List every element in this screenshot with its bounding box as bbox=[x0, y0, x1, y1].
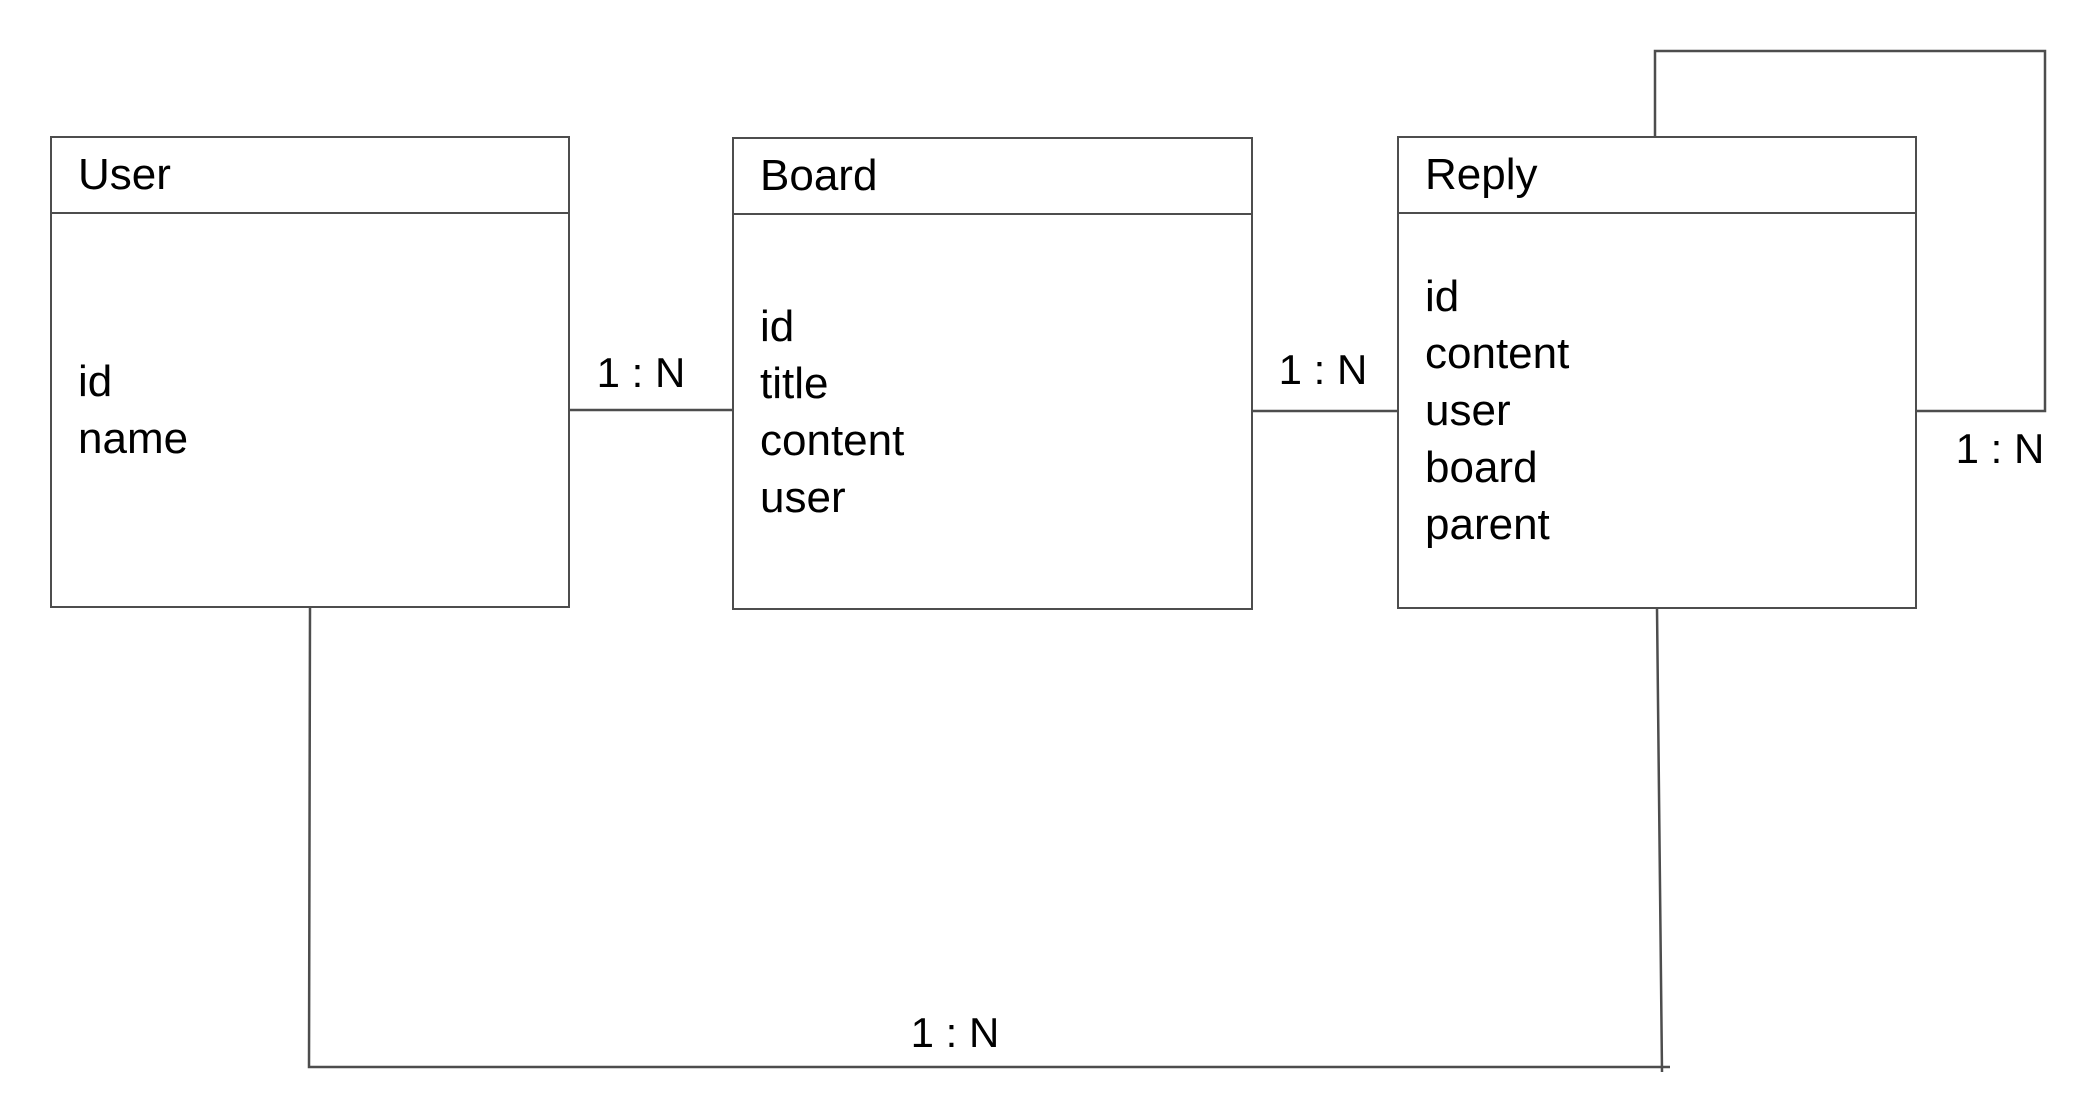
field-reply-id: id bbox=[1425, 272, 1460, 321]
relationship-label-user-reply: 1 : N bbox=[910, 1009, 1000, 1056]
entity-board-header: Board bbox=[734, 139, 1251, 215]
entity-reply-title: Reply bbox=[1425, 150, 1538, 199]
field-board-content: content bbox=[760, 415, 905, 465]
entity-user-fields: id name bbox=[52, 214, 568, 606]
connector-reply-self-loop bbox=[1653, 49, 2047, 413]
field-reply-parent: parent bbox=[1425, 500, 1550, 549]
relationship-label-user-board: 1 : N bbox=[596, 349, 686, 396]
field-board-id: id bbox=[760, 301, 795, 351]
entity-board-fields: id title content user bbox=[734, 215, 1251, 608]
entity-reply-header: Reply bbox=[1399, 138, 1915, 214]
field-user-id: id bbox=[78, 357, 113, 406]
entity-user-header: User bbox=[52, 138, 568, 214]
entity-reply-fields: id content user board parent bbox=[1399, 214, 1915, 607]
entity-board-title: Board bbox=[760, 151, 878, 200]
field-user-name: name bbox=[78, 414, 189, 463]
field-reply-board: board bbox=[1425, 443, 1538, 492]
entity-user: User id name bbox=[50, 136, 570, 608]
relationship-label-reply-self: 1 : N bbox=[1955, 425, 2045, 472]
entity-user-title: User bbox=[78, 150, 171, 199]
relationship-label-board-reply: 1 : N bbox=[1278, 346, 1368, 393]
entity-board: Board id title content user bbox=[732, 137, 1253, 610]
field-reply-user: user bbox=[1425, 386, 1511, 435]
field-reply-content: content bbox=[1425, 329, 1570, 378]
connector-user-reply bbox=[307, 607, 1670, 1073]
field-board-title: title bbox=[760, 358, 829, 408]
entity-reply: Reply id content user board parent bbox=[1397, 136, 1917, 609]
field-board-user: user bbox=[760, 472, 846, 522]
